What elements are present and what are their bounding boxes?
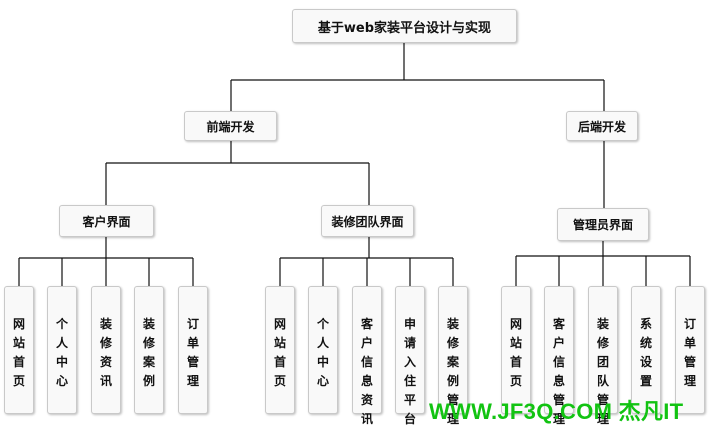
admin-leaf-node: 系统设置 [631, 286, 661, 414]
customer-leaf-node: 装修资讯 [91, 286, 121, 414]
leaf-label: 装修团队管理 [596, 317, 609, 426]
leaf-label: 个人中心 [316, 317, 329, 388]
leaf-label: 客户信息管理 [552, 317, 565, 426]
admin-interface-label: 管理员界面 [572, 218, 633, 232]
team-leaf-node: 申请入住平台 [395, 286, 425, 426]
customer-leaf-node: 订单管理 [178, 286, 208, 414]
leaf-label: 网站首页 [273, 317, 286, 388]
team-interface-label: 装修团队界面 [331, 214, 404, 229]
team-leaf-node: 个人中心 [308, 286, 338, 414]
backend-node: 后端开发 [566, 111, 638, 141]
frontend-node: 前端开发 [184, 111, 277, 141]
root-node-label: 基于web家装平台设计与实现 [317, 20, 492, 36]
customer-interface-node: 客户界面 [59, 205, 154, 237]
leaf-label: 装修案例管理 [446, 317, 459, 426]
leaf-label: 订单管理 [683, 317, 696, 388]
admin-leaf-node: 网站首页 [501, 286, 531, 414]
team-leaf-node: 网站首页 [265, 286, 295, 414]
leaf-label: 装修案例 [142, 317, 155, 388]
customer-leaf-node: 网站首页 [4, 286, 34, 414]
root-node: 基于web家装平台设计与实现 [292, 9, 517, 43]
leaf-label: 订单管理 [186, 317, 199, 388]
watermark: WWW.JF3Q.COM 杰凡IT [429, 399, 684, 424]
leaf-label: 系统设置 [639, 317, 652, 388]
customer-leaf-node: 装修案例 [134, 286, 164, 414]
admin-leaf-node: 客户信息管理 [544, 286, 574, 426]
customer-interface-label: 客户界面 [82, 214, 131, 229]
frontend-node-label: 前端开发 [206, 119, 255, 134]
leaf-label: 申请入住平台 [403, 317, 416, 426]
team-leaf-node: 装修案例管理 [438, 286, 468, 426]
leaf-label: 客户信息资讯 [360, 317, 373, 426]
backend-node-label: 后端开发 [577, 119, 626, 134]
leaf-label: 个人中心 [55, 317, 68, 388]
leaf-label: 网站首页 [509, 317, 522, 388]
customer-leaf-node: 个人中心 [47, 286, 77, 414]
leaf-label: 装修资讯 [99, 317, 112, 388]
admin-leaf-node: 装修团队管理 [588, 286, 618, 426]
team-leaf-node: 客户信息资讯 [352, 286, 382, 426]
team-interface-node: 装修团队界面 [321, 205, 414, 237]
leaf-label: 网站首页 [12, 317, 25, 388]
admin-leaf-node: 订单管理 [675, 286, 705, 414]
admin-interface-node: 管理员界面 [557, 208, 649, 241]
